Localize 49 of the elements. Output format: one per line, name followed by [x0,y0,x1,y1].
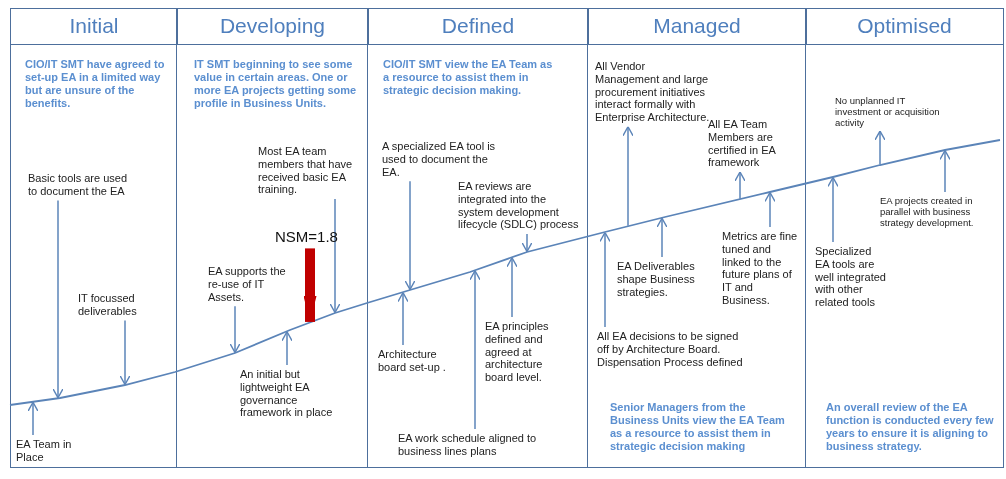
stage-description: IT SMT beginning to see some value in certain areas. One or more EA projects getting some profile in Business Units. [194,58,358,110]
annotation-text: EA supports the re-use of IT Assets. [208,265,288,304]
arrow [27,401,39,436]
annotation-text: EA Team in Place [16,438,96,464]
annotation-text: Metrics are fine tuned and linked to the future plans of IT and Business. [722,230,802,307]
arrow [469,270,481,430]
annotation-text: EA projects created in parallel with business strategy development. [880,195,1002,229]
annotation-text: EA Deliverables shape Business strategies. [617,260,712,299]
stage-description: Senior Managers from the Business Units view the EA Team as a resource to assist them in strategic decision making [610,401,786,453]
stage-heading: Managed [587,8,807,45]
annotation-text: Architecture board set-up . [378,348,463,374]
arrow [622,126,634,227]
arrow [734,171,746,200]
stage-heading: Optimised [805,8,1004,45]
stage-heading: Developing [176,8,369,45]
annotation-text: All EA decisions to be signed off by Architecture Board. Dispensation Process defined [597,330,747,369]
annotation-text: All Vendor Management and large procurement initiatives interact formally with Enterprise Architecture. [595,60,710,124]
block-arrow [303,248,317,322]
annotation-text: Specialized EA tools are well integrated with other related tools [815,245,887,309]
annotation-text: All EA Team Members are certified in EA framework [708,118,788,169]
arrow [874,130,886,166]
score-label: NSM=1.8 [275,228,350,246]
arrow [521,233,533,253]
annotation-text: A specialized EA tool is used to document the EA. [382,140,502,179]
arrow [404,180,416,291]
annotation-text: IT focussed deliverables [78,292,168,318]
arrow [52,199,64,399]
arrow [827,176,839,243]
stage-heading: Initial [10,8,178,45]
stage-description: CIO/IT SMT have agreed to set-up EA in a limited way but are unsure of the benefits. [25,58,165,110]
annotation-text: EA principles defined and agreed at architecture board level. [485,320,565,384]
annotation-text: EA work schedule aligned to business lines plans [398,432,573,458]
arrow [506,257,518,318]
annotation-text: Basic tools are used to document the EA [28,172,128,198]
arrow [281,331,293,366]
annotation-text: EA reviews are integrated into the system development lifecycle (SDLC) process [458,180,582,231]
annotation-text: An initial but lightweight EA governance framework in place [240,368,345,419]
arrow [397,291,409,346]
arrow [229,305,241,354]
stage-heading: Defined [367,8,589,45]
arrow [329,198,341,314]
arrow [764,191,776,228]
arrow [939,149,951,193]
arrow [599,231,611,328]
arrow [119,319,131,386]
arrow [656,217,668,258]
stage-description: An overall review of the EA function is conducted every few years to ensure it is aligning to business strategy. [826,401,995,453]
annotation-text: No unplanned IT investment or acquisition activity [835,95,950,129]
stage-description: CIO/IT SMT view the EA Team as a resource to assist them in strategic decision making. [383,58,554,97]
